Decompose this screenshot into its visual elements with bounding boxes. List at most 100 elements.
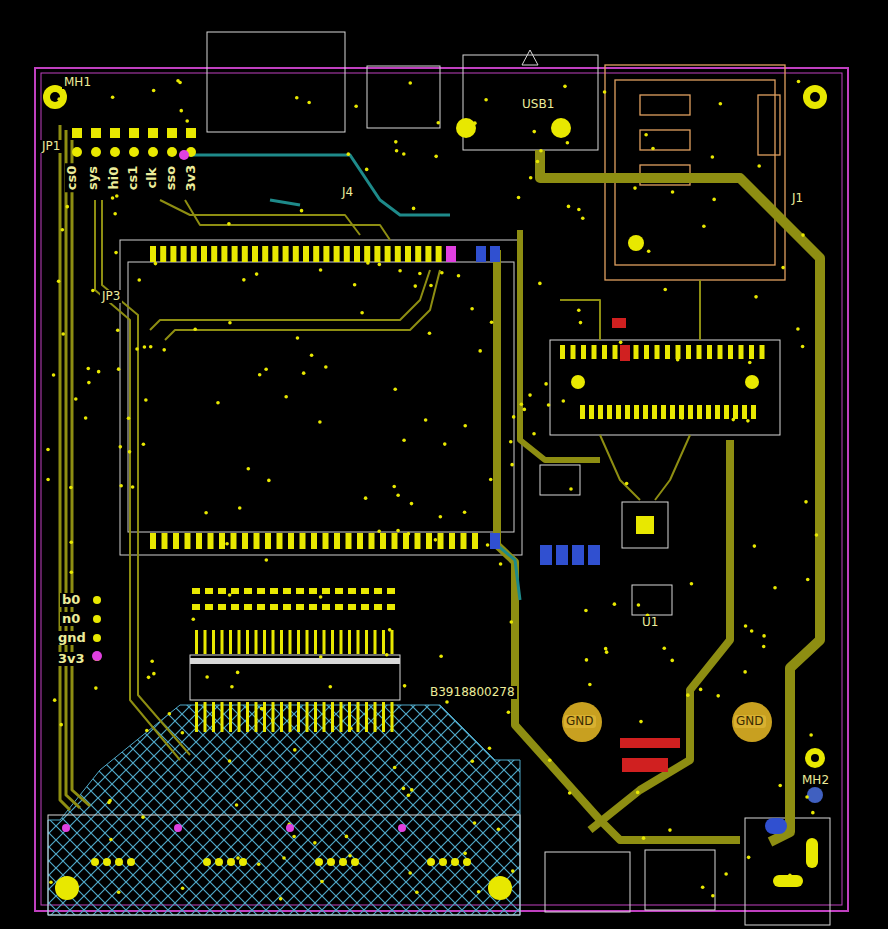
via bbox=[434, 538, 438, 542]
ic-pin bbox=[340, 702, 343, 732]
via bbox=[762, 634, 766, 638]
ic-pin bbox=[221, 702, 224, 732]
via bbox=[605, 650, 609, 654]
via bbox=[65, 205, 69, 209]
via bbox=[477, 890, 481, 894]
ic-pin bbox=[246, 702, 249, 732]
via bbox=[750, 629, 754, 633]
via bbox=[463, 852, 467, 856]
via bbox=[510, 463, 514, 467]
via bbox=[699, 688, 703, 692]
via bbox=[385, 653, 389, 657]
ic-pin bbox=[289, 630, 292, 654]
lcd-pad bbox=[160, 246, 166, 262]
resistor-pad bbox=[348, 604, 356, 610]
via bbox=[484, 98, 488, 102]
via bbox=[328, 685, 332, 689]
header-pad bbox=[110, 128, 120, 138]
silkscreen-label: 3v3 bbox=[184, 163, 198, 194]
resistor-pad bbox=[257, 604, 265, 610]
silkscreen-label: MH1 bbox=[62, 76, 93, 89]
ic-pin bbox=[340, 630, 343, 654]
via bbox=[236, 671, 240, 675]
resistor-pad bbox=[374, 588, 382, 594]
via bbox=[393, 388, 397, 392]
via bbox=[366, 261, 370, 265]
via bbox=[143, 345, 147, 349]
lcd-pad bbox=[438, 533, 444, 549]
silkscreen-label: sys bbox=[86, 164, 100, 192]
fpc-pad bbox=[643, 405, 648, 419]
traces bbox=[60, 125, 820, 842]
fpc-pad bbox=[706, 405, 711, 419]
resistor-pad bbox=[257, 588, 265, 594]
resistor-pad bbox=[322, 588, 330, 594]
via bbox=[86, 367, 90, 371]
ic-pin bbox=[204, 630, 207, 654]
via bbox=[566, 141, 570, 145]
via bbox=[128, 450, 132, 454]
lcd-pad bbox=[346, 533, 352, 549]
ic-body bbox=[190, 465, 672, 700]
via bbox=[410, 502, 414, 506]
via bbox=[724, 872, 728, 876]
via bbox=[520, 402, 524, 406]
via bbox=[127, 416, 131, 420]
via bbox=[663, 288, 667, 292]
resistor-pad bbox=[309, 604, 317, 610]
ic-pin bbox=[280, 702, 283, 732]
via bbox=[651, 147, 655, 151]
via bbox=[264, 367, 268, 371]
via bbox=[625, 482, 629, 486]
lcd-pad bbox=[231, 533, 237, 549]
via bbox=[743, 670, 747, 674]
fpc-pad bbox=[688, 405, 693, 419]
fpc-pad bbox=[652, 405, 657, 419]
via bbox=[604, 647, 608, 651]
connector-pad bbox=[339, 858, 347, 866]
via bbox=[796, 327, 800, 331]
fpc-pad bbox=[676, 345, 681, 359]
ic-pin bbox=[374, 702, 377, 732]
via bbox=[193, 328, 197, 332]
via bbox=[178, 81, 182, 85]
resistor-pad bbox=[270, 604, 278, 610]
ic-pin bbox=[212, 630, 215, 654]
via bbox=[185, 119, 189, 123]
via bbox=[46, 478, 50, 482]
header-pad bbox=[72, 147, 82, 157]
via bbox=[809, 733, 813, 737]
lcd-pad bbox=[150, 246, 156, 262]
resistor-pad bbox=[205, 604, 213, 610]
via bbox=[113, 212, 117, 216]
ic-pin bbox=[348, 630, 351, 654]
lcd-pad bbox=[185, 533, 191, 549]
via bbox=[509, 620, 513, 624]
fpc-pad bbox=[661, 405, 666, 419]
via bbox=[544, 382, 548, 386]
ic-pin bbox=[382, 702, 385, 732]
connector-pad bbox=[227, 858, 235, 866]
via bbox=[490, 320, 494, 324]
lcd-pad bbox=[232, 246, 238, 262]
via bbox=[806, 578, 810, 582]
via bbox=[577, 208, 581, 212]
via bbox=[61, 332, 65, 336]
via bbox=[319, 655, 323, 659]
via bbox=[348, 854, 352, 858]
via bbox=[754, 295, 758, 299]
ic-pin bbox=[238, 702, 241, 732]
via bbox=[144, 398, 148, 402]
lcd-pad bbox=[211, 246, 217, 262]
via bbox=[577, 308, 581, 312]
via bbox=[463, 510, 467, 514]
via bbox=[511, 869, 515, 873]
via bbox=[267, 479, 271, 483]
via bbox=[74, 397, 78, 401]
ic-pin bbox=[331, 630, 334, 654]
via bbox=[536, 160, 540, 164]
lcd-pad bbox=[364, 246, 370, 262]
lcd-pad bbox=[242, 246, 248, 262]
silkscreen-label: J4 bbox=[340, 186, 355, 199]
ic-pin bbox=[246, 630, 249, 654]
